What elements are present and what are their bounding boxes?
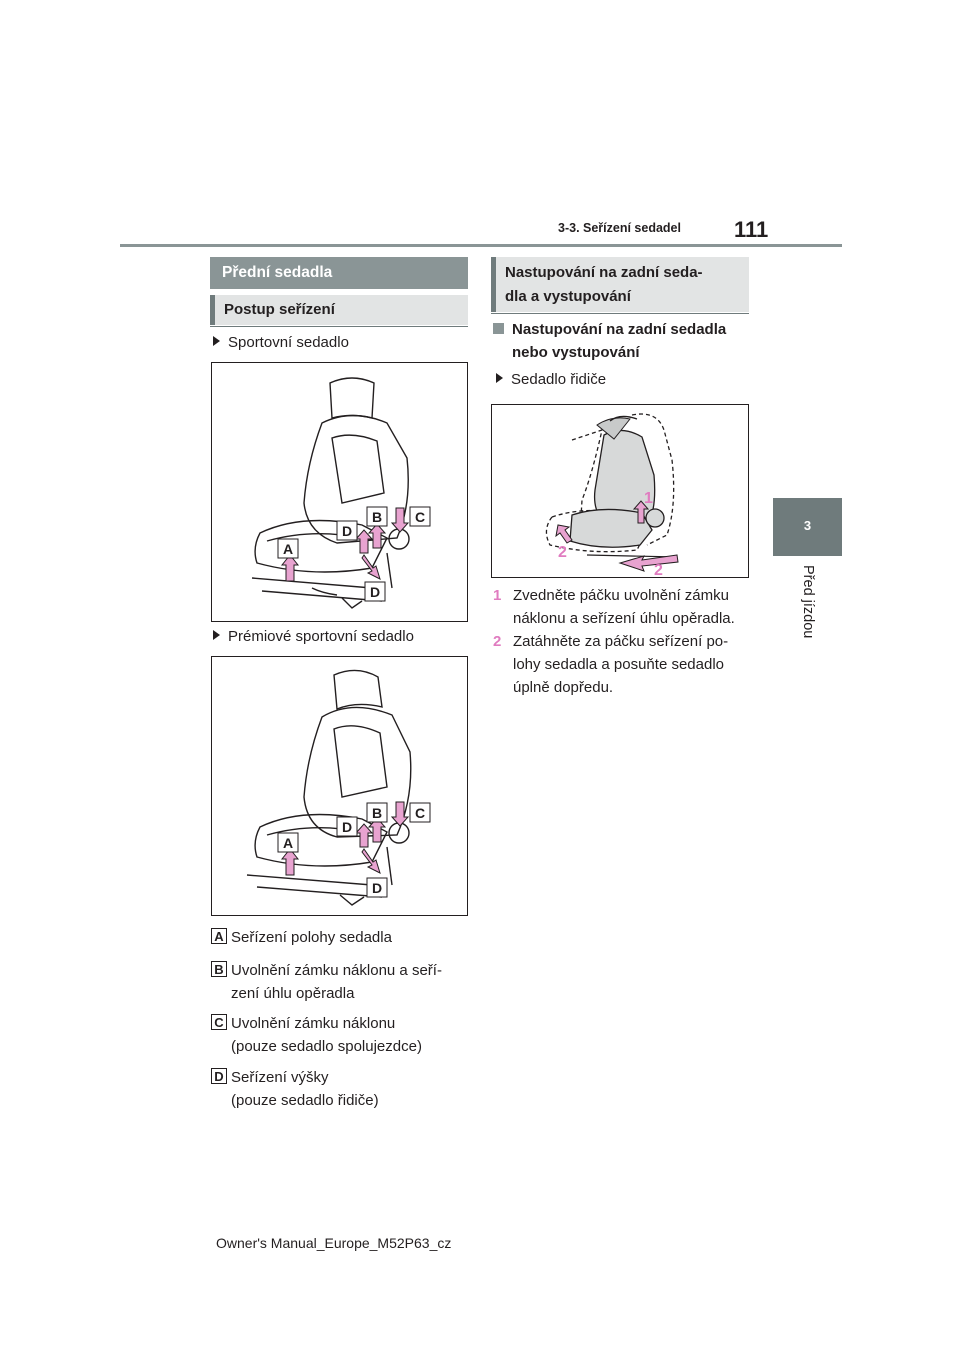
step-1: 1 Zvedněte páčku uvolnění zámku náklonu … [493,584,753,630]
legend-text: Seřízení výšky (pouze sedadlo řidiče) [231,1069,379,1109]
chapter-title: Před jízdou [800,565,816,639]
fig2-caption: Prémiové sportovní sedadlo [213,625,414,648]
legend-text: Uvolnění zámku náklonu a seří- zení úhlu… [231,962,442,1002]
fig1-label-d-top: D [342,523,352,539]
figure-driver-seat: 1 2 2 [491,404,749,579]
fig2-label-d-top: D [342,819,352,835]
fig2-label-c: C [415,805,425,821]
section-heading-rear-entry: Nastupování na zadní seda- dla a vystupo… [491,257,749,314]
fig1-label-c: C [415,509,425,525]
fig3-label-1: 1 [644,490,653,507]
triangle-bullet-icon [496,373,503,383]
seat-illustration: A D B C D [246,669,431,906]
section-heading-front-seats: Přední sedadla [210,257,468,289]
fig3-label-2-right: 2 [654,562,663,577]
driver-seat-illustration: 1 2 2 [545,413,679,579]
figure-sport-seat: A D B C D [211,362,468,622]
step-number: 1 [493,587,502,604]
section-title: 3-3. Seřízení sedadel [558,221,681,235]
seat-illustration: A D B C D [251,377,431,609]
fig1-label-d-bottom: D [370,584,380,600]
triangle-bullet-icon [213,336,220,346]
legend-key-box: D [211,1068,227,1084]
chapter-tab[interactable]: 3 [773,498,842,556]
bullet-rear-entry: Nastupování na zadní sedadla nebo vystup… [493,318,726,364]
legend-text: Seřízení polohy sedadla [231,929,392,946]
step-number: 2 [493,633,502,650]
fig1-label-a: A [283,541,293,557]
header-rule [120,244,842,247]
page-number: 111 [734,217,769,242]
legend-key-box: C [211,1014,227,1030]
triangle-bullet-icon [213,630,220,640]
fig1-label-b: B [372,509,382,525]
footer-manual-id: Owner's Manual_Europe_M52P63_cz [216,1235,452,1251]
figure-premium-sport-seat: A D B C D [211,656,468,916]
fig1-caption: Sportovní sedadlo [213,331,349,354]
fig3-label-2-left: 2 [558,544,567,561]
fig2-label-b: B [372,805,382,821]
driver-seat-caption: Sedadlo řidiče [496,368,606,391]
chapter-number: 3 [803,518,812,533]
legend-key-box: B [211,961,227,977]
subheading-label: Postup seřízení [224,301,335,318]
legend-text: Uvolnění zámku náklonu (pouze sedadlo sp… [231,1015,422,1055]
fig2-label-a: A [283,835,293,851]
legend-key-box: A [211,928,227,944]
step-2: 2 Zatáhněte za páčku seřízení po- lohy s… [493,630,753,699]
subheading-adjustment: Postup seřízení [210,295,468,327]
fig2-label-d-bottom: D [372,880,382,896]
square-bullet-icon [493,323,504,334]
